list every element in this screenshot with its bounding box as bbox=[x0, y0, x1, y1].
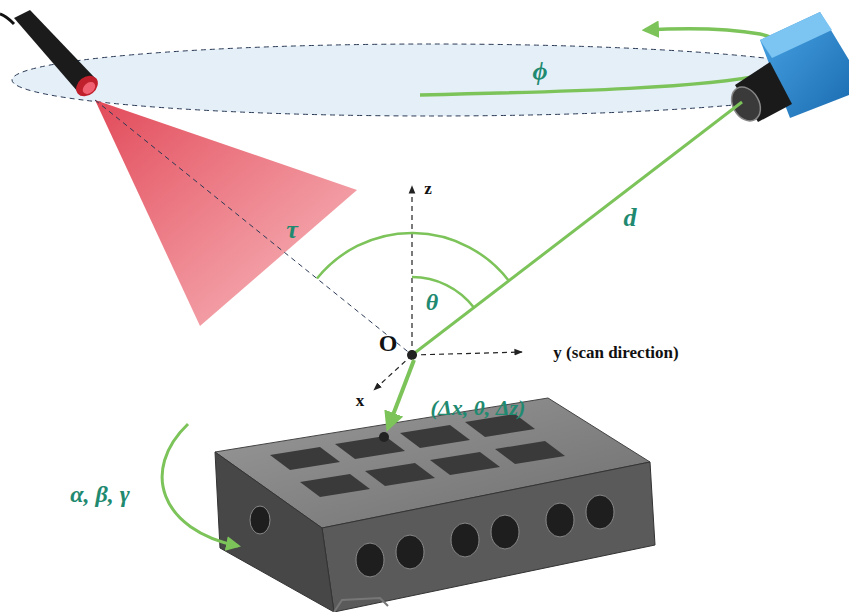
x-axis-label: x bbox=[356, 392, 365, 409]
camera-distance-line bbox=[412, 102, 742, 355]
laser-device bbox=[0, 10, 102, 101]
z-axis-label: z bbox=[424, 180, 432, 197]
rotation-arrow bbox=[420, 29, 789, 95]
tau-arc bbox=[317, 233, 509, 281]
z-axis bbox=[411, 186, 412, 355]
origin-dot bbox=[407, 350, 417, 360]
y-axis-label: y (scan direction) bbox=[553, 344, 678, 361]
theta-label: θ bbox=[426, 290, 438, 314]
laser-axis bbox=[95, 100, 412, 355]
origin-label: O bbox=[379, 331, 398, 355]
rotation-label: α, β, γ bbox=[70, 482, 130, 506]
theta-arc bbox=[412, 277, 474, 308]
phi-label: ϕ bbox=[532, 59, 547, 85]
offset-arrow bbox=[388, 360, 414, 428]
tau-label: τ bbox=[286, 217, 298, 243]
offset-label: (Δx, 0, Δz) bbox=[431, 397, 526, 419]
part-rotation-arrow bbox=[162, 424, 238, 546]
laser-plane bbox=[95, 100, 357, 326]
cylinder-head bbox=[215, 398, 655, 612]
y-axis bbox=[412, 352, 522, 355]
d-label: d bbox=[624, 205, 637, 231]
part-reference-dot bbox=[379, 432, 389, 442]
camera-device bbox=[726, 12, 849, 126]
